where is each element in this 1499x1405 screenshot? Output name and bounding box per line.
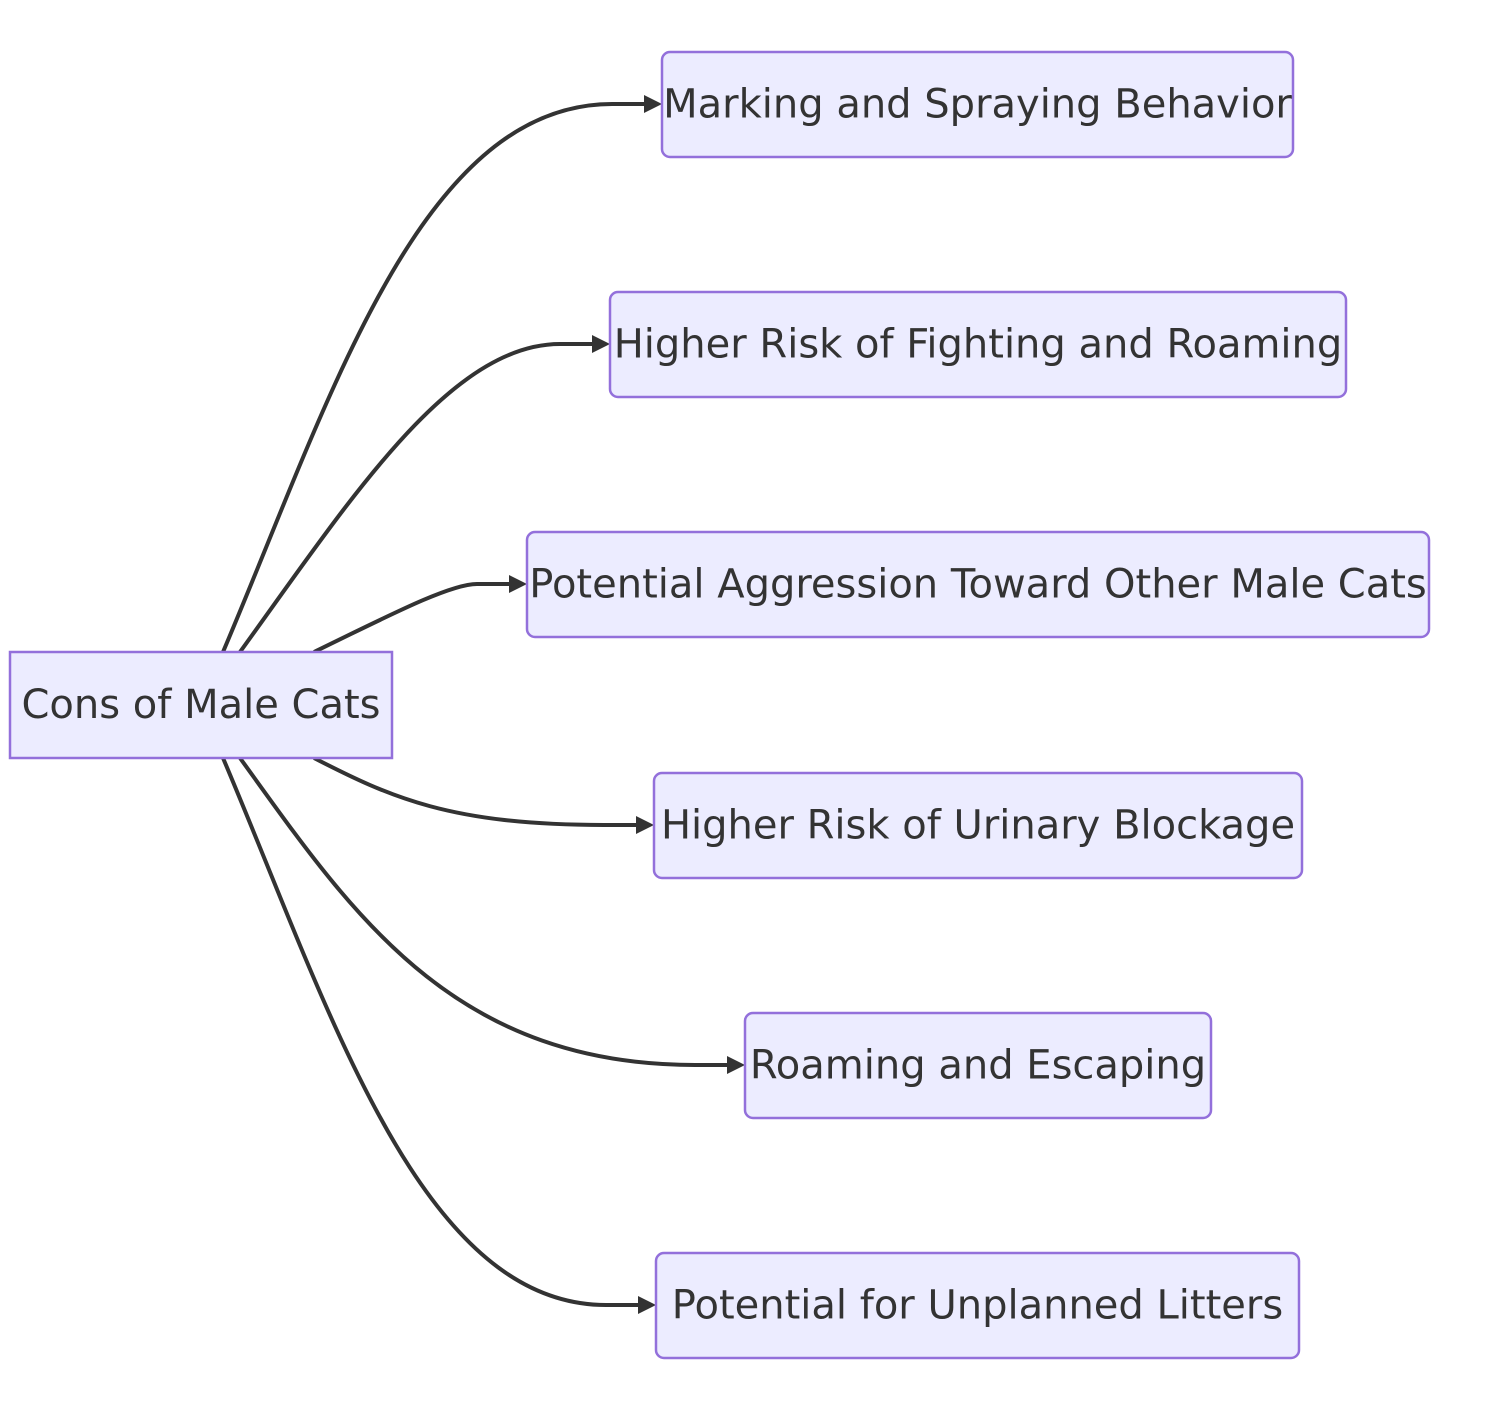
- node-c1-box: [660, 50, 1295, 159]
- node-c3-label: Potential Aggression Toward Other Male C…: [529, 562, 1427, 608]
- node-root-label: Cons of Male Cats: [21, 682, 380, 728]
- node-c2: Higher Risk of Fighting and Roaming: [608, 290, 1348, 399]
- node-c2-box: [608, 290, 1348, 399]
- edge-root-to-c4: [313, 756, 638, 827]
- node-c4: Higher Risk of Urinary Blockage: [652, 771, 1304, 880]
- edge-root-to-c3: [313, 582, 511, 654]
- arrowhead-c6-icon: [638, 1296, 656, 1314]
- node-c6: Potential for Unplanned Litters: [654, 1251, 1301, 1360]
- node-c1: Marking and Spraying Behavior: [660, 50, 1295, 159]
- arrowhead-c1-icon: [644, 95, 662, 113]
- edge-root-to-c5: [238, 756, 729, 1067]
- edge-root-to-c1: [221, 102, 646, 653]
- node-c6-box: [654, 1251, 1301, 1360]
- node-c5-label: Roaming and Escaping: [750, 1043, 1206, 1089]
- edge-root-to-c2: [238, 342, 594, 654]
- node-c5: Roaming and Escaping: [743, 1011, 1213, 1120]
- arrowhead-c4-icon: [636, 816, 654, 834]
- node-c1-label: Marking and Spraying Behavior: [663, 82, 1292, 128]
- node-c4-label: Higher Risk of Urinary Blockage: [661, 803, 1295, 849]
- node-root-box: [8, 650, 394, 760]
- arrowhead-c5-icon: [727, 1056, 745, 1074]
- node-c6-label: Potential for Unplanned Litters: [672, 1283, 1283, 1329]
- node-c3: Potential Aggression Toward Other Male C…: [525, 530, 1431, 639]
- node-c4-box: [652, 771, 1304, 880]
- edges-layer: [221, 95, 745, 1314]
- arrowhead-c3-icon: [509, 575, 527, 593]
- node-root: Cons of Male Cats: [8, 650, 394, 760]
- edge-root-to-c6: [221, 757, 640, 1307]
- node-c2-label: Higher Risk of Fighting and Roaming: [614, 322, 1343, 368]
- node-c3-box: [525, 530, 1431, 639]
- arrowhead-c2-icon: [592, 335, 610, 353]
- node-c5-box: [743, 1011, 1213, 1120]
